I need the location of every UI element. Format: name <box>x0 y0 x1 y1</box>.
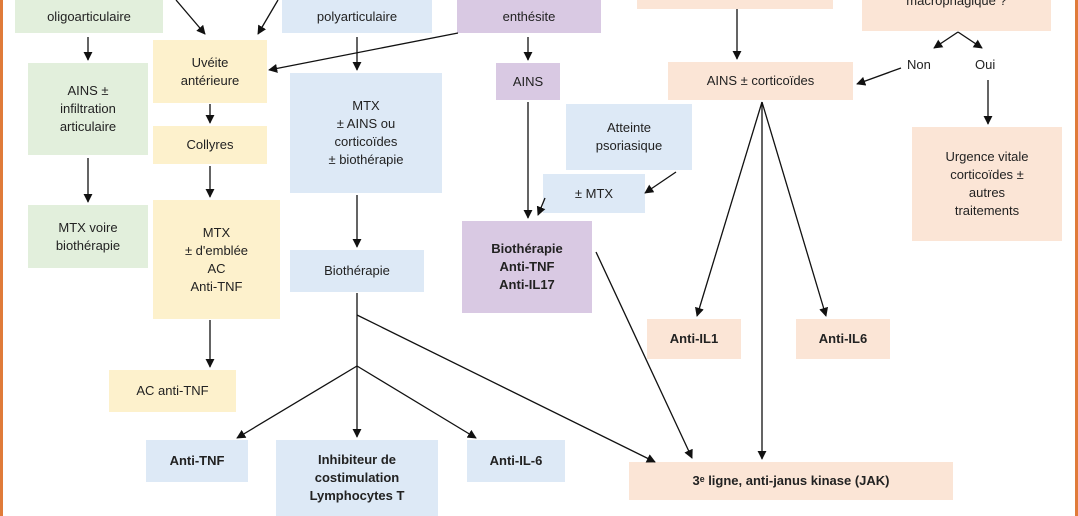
arrow-psoriasique-to-mtx <box>644 171 677 194</box>
node-mtx-poly: MTX ± AINS ou corticoïdes ± biothérapie <box>290 73 442 193</box>
node-urgence-vitale: Urgence vitale corticoïdes ± autres trai… <box>912 127 1062 241</box>
arrow-top-left-to-uveite <box>175 0 206 35</box>
node-anti-tnf-text: Anti-TNF <box>169 453 225 468</box>
node-biotherapie-enthesite-text: Biothérapie Anti-TNF Anti-IL17 <box>491 241 563 292</box>
label-oui: Oui <box>975 57 996 72</box>
node-ains-corticoides-text: AINS ± corticoïdes <box>706 73 815 88</box>
node-enthesite-text: enthésite <box>502 8 556 24</box>
node-uveite: Uvéite antérieure <box>153 40 267 103</box>
node-biotherapie-poly: Biothérapie <box>290 250 424 292</box>
node-inhibiteur-costimulation: Inhibiteur de costimulation Lymphocytes … <box>276 440 438 516</box>
node-urgence-vitale-text: Urgence vitale corticoïdes ± autres trai… <box>945 149 1029 218</box>
node-oligoarticulaire-text: oligoarticulaire <box>47 8 131 24</box>
node-collyres: Collyres <box>153 126 267 164</box>
node-ac-anti-tnf: AC anti-TNF <box>109 370 236 412</box>
node-ains-text: AINS <box>512 73 544 89</box>
arrow-to-anti-tnf <box>236 365 358 439</box>
arrow-bio-to-jak <box>356 314 656 463</box>
node-pm-mtx: ± MTX <box>543 174 645 213</box>
arrow-enthesite-to-uveite <box>268 32 459 73</box>
arrow-to-anti-il6 <box>356 365 477 439</box>
node-inhibiteur-costimulation-text: Inhibiteur de costimulation Lymphocytes … <box>309 452 405 503</box>
node-atteinte-psoriasique: Atteinte psoriasique <box>566 104 692 170</box>
node-anti-il6-right: Anti-IL6 <box>796 319 890 359</box>
node-anti-il1: Anti-IL1 <box>647 319 741 359</box>
arrow-macro-to-non <box>933 31 959 49</box>
arrow-macro-to-oui <box>957 31 983 49</box>
node-macrophagique: macrophagique ? <box>862 0 1051 31</box>
node-uveite-text: Uvéite antérieure <box>180 54 240 88</box>
arrow-non-to-ains-cortico <box>856 67 902 86</box>
node-collyres-text: Collyres <box>186 137 234 152</box>
arrow-top-right-to-uveite <box>257 0 279 35</box>
node-atteinte-psoriasique-text: Atteinte psoriasique <box>595 120 663 153</box>
node-oligoarticulaire: oligoarticulaire <box>15 0 163 33</box>
node-anti-il-6: Anti-IL-6 <box>467 440 565 482</box>
node-ains-infiltration-text: AINS ± infiltration articulaire <box>59 83 117 134</box>
node-ains-infiltration: AINS ± infiltration articulaire <box>28 63 148 155</box>
node-anti-il6-right-text: Anti-IL6 <box>818 331 868 346</box>
node-ac-anti-tnf-text: AC anti-TNF <box>136 383 209 398</box>
node-biotherapie-enthesite: Biothérapie Anti-TNF Anti-IL17 <box>462 221 592 313</box>
arrow-cortico-to-il1 <box>695 101 763 317</box>
node-polyarticulaire: polyarticulaire <box>282 0 432 33</box>
node-ains-corticoides: AINS ± corticoïdes <box>668 62 853 100</box>
node-biotherapie-poly-text: Biothérapie <box>324 263 390 278</box>
node-jak: 3ᵉ ligne, anti-janus kinase (JAK) <box>629 462 953 500</box>
arrow-mtx-to-bio-enth <box>536 197 546 216</box>
node-mtx-biotherapie: MTX voire biothérapie <box>28 205 148 268</box>
node-mtx-poly-text: MTX ± AINS ou corticoïdes ± biothérapie <box>328 98 404 167</box>
arrow-bio-enth-to-jak <box>595 251 693 459</box>
node-mtx-emblee: MTX ± d'emblée AC Anti-TNF <box>153 200 280 319</box>
node-macrophagique-text: macrophagique ? <box>906 0 1007 8</box>
node-mtx-biotherapie-text: MTX voire biothérapie <box>55 219 121 253</box>
node-anti-il1-text: Anti-IL1 <box>669 331 719 346</box>
node-mtx-emblee-text: MTX ± d'emblée AC Anti-TNF <box>184 224 249 294</box>
node-ains: AINS <box>496 63 560 100</box>
node-anti-il-6-text: Anti-IL-6 <box>489 453 543 468</box>
node-pm-mtx-text: ± MTX <box>574 185 614 201</box>
node-polyarticulaire-text: polyarticulaire <box>316 8 398 24</box>
node-top-cut <box>637 0 833 9</box>
node-anti-tnf: Anti-TNF <box>146 440 248 482</box>
node-enthesite: enthésite <box>457 0 601 33</box>
label-non: Non <box>907 57 931 72</box>
arrow-cortico-to-il6 <box>761 101 829 317</box>
node-jak-text: 3ᵉ ligne, anti-janus kinase (JAK) <box>692 473 890 488</box>
